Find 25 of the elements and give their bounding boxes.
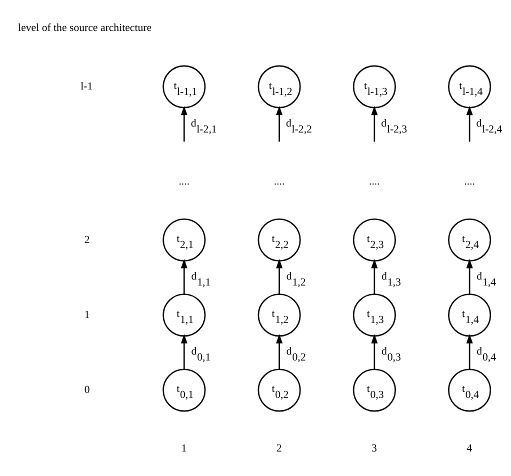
label: .... (274, 174, 285, 187)
label: 2 (276, 442, 282, 454)
label: 0 (84, 384, 90, 396)
arrow (466, 105, 473, 142)
arrow (371, 105, 378, 142)
arrow (276, 333, 283, 369)
arrow (180, 258, 188, 294)
label: 4 (466, 442, 472, 454)
label: 2 (84, 233, 90, 246)
label: 3 (372, 442, 377, 454)
arrow (371, 333, 378, 369)
label: 1 (181, 442, 187, 454)
arrow (466, 333, 473, 369)
arrow (466, 258, 473, 294)
arrow (371, 258, 378, 294)
arrow (276, 258, 283, 294)
label: level of the source architecture (18, 22, 152, 34)
label: l-1 (80, 80, 93, 92)
label: .... (178, 174, 190, 187)
label: .... (369, 174, 380, 187)
label: 1 (84, 308, 90, 320)
label: .... (464, 174, 475, 187)
arrow (180, 333, 188, 369)
arrow (276, 105, 283, 142)
arrow (180, 105, 188, 142)
